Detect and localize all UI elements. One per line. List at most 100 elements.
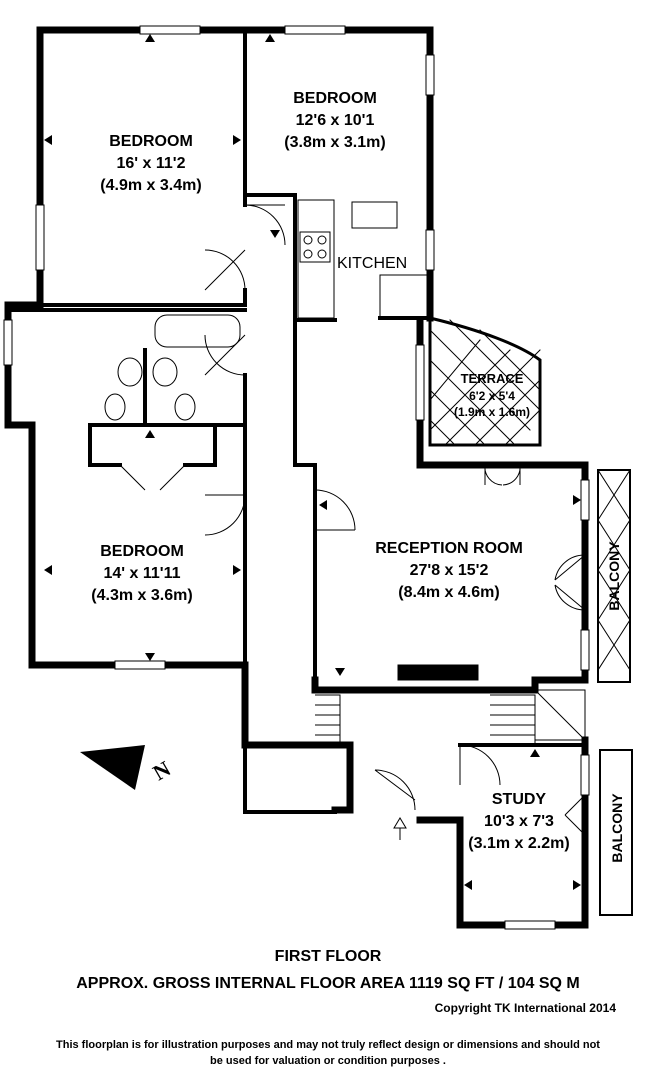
study-name: STUDY (492, 791, 547, 808)
bedroom1-metric: (4.9m x 3.4m) (100, 177, 201, 194)
outer-wall-reception-east (531, 461, 589, 694)
door-study (459, 744, 501, 786)
floor-title: FIRST FLOOR (274, 948, 382, 965)
arrow (573, 495, 581, 505)
room-labels: BEDROOM 16' x 11'2 (4.9m x 3.4m) BEDROOM… (91, 90, 625, 863)
bedroom2-imperial: 12'6 x 10'1 (296, 112, 375, 129)
window-study-south (504, 920, 556, 930)
terrace-metric: (1.9m x 1.6m) (454, 405, 530, 419)
arrow (145, 34, 155, 42)
bedroom3-name: BEDROOM (100, 543, 184, 560)
arrow (270, 230, 280, 238)
hob-ring (317, 249, 327, 259)
toilet-right (174, 393, 196, 421)
hob-ring (303, 249, 313, 259)
stairs-right (490, 694, 536, 745)
windows (3, 25, 590, 930)
dimension-arrows (44, 34, 581, 890)
wall-wardrobe (88, 423, 217, 467)
balcony-study-outline (599, 749, 633, 916)
kitchen-hob (299, 231, 331, 263)
bedroom1-imperial: 16' x 11'2 (116, 155, 185, 172)
disclaimer-line-1: This floorplan is for illustration purpo… (56, 1039, 600, 1051)
kitchen-fridge (379, 274, 429, 319)
bedroom2-name: BEDROOM (293, 90, 377, 107)
walls (4, 26, 633, 929)
entry-arrow (393, 817, 407, 840)
disclaimer-line-2: be used for valuation or condition purpo… (210, 1055, 446, 1067)
hob-ring (317, 235, 327, 245)
reception-fireplace (397, 664, 479, 681)
balcony-east-name: BALCONY (606, 541, 622, 611)
arrow (233, 135, 241, 145)
basin-left (117, 357, 143, 387)
arrow (464, 880, 472, 890)
window-bedroom1-top (139, 25, 201, 35)
outer-wall-west (4, 301, 249, 749)
stairs-left (315, 694, 341, 745)
door-wardrobe (119, 464, 186, 491)
door-terrace (484, 464, 521, 486)
window-bedroom2-top (284, 25, 346, 35)
arrow (233, 565, 241, 575)
arrow (44, 135, 52, 145)
compass-label: N (149, 756, 175, 786)
study-metric: (3.1m x 2.2m) (468, 835, 569, 852)
window-bath-west (3, 319, 13, 366)
terrace-imperial: 6'2 x 5'4 (469, 389, 515, 403)
kitchen-sink (351, 201, 398, 229)
kitchen-counter-left (297, 199, 335, 319)
outer-wall-south-mid (311, 676, 539, 694)
bedroom3-imperial: 14' x 11'11 (103, 565, 180, 582)
door-study-balcony (564, 794, 586, 836)
window-bedroom3-south (114, 660, 166, 670)
window-kitchen-east (425, 229, 435, 271)
balcony-study-name: BALCONY (609, 793, 625, 863)
disclaimer: This floorplan is for illustration purpo… (28, 1037, 628, 1069)
wall-bath-divider (88, 348, 247, 427)
compass-arrow-icon (80, 745, 145, 790)
terrace-outline (428, 316, 542, 447)
window-bedroom1-west (35, 204, 45, 271)
arrow (265, 34, 275, 42)
arrow (573, 880, 581, 890)
hob-ring (303, 235, 313, 245)
toilet-left (104, 393, 126, 421)
door-bedroom3 (204, 494, 246, 536)
compass: N (80, 745, 175, 790)
balcony-east-outline (597, 469, 631, 683)
stairs-landing (534, 689, 586, 741)
arrow (319, 500, 327, 510)
door-balcony-east (554, 554, 586, 611)
door-bedroom1 (244, 204, 286, 246)
bathtub (154, 314, 241, 348)
kitchen-name: KITCHEN (337, 255, 407, 272)
window-bedroom2-east (425, 54, 435, 96)
reception-imperial: 27'8 x 15'2 (410, 562, 489, 579)
outer-wall-study-east (416, 736, 589, 929)
reception-name: RECEPTION ROOM (375, 540, 523, 557)
arrow (44, 565, 52, 575)
window-study-east (580, 754, 590, 796)
floor-area: APPROX. GROSS INTERNAL FLOOR AREA 1119 S… (76, 975, 580, 992)
door-entry (374, 769, 416, 811)
reception-metric: (8.4m x 4.6m) (398, 584, 499, 601)
door-reception (314, 489, 356, 531)
fixtures (104, 199, 586, 840)
doors (119, 204, 586, 836)
arrow (530, 749, 540, 757)
arrow (145, 430, 155, 438)
outer-wall-north-west (4, 26, 44, 314)
wall-bedroom1-south (38, 288, 247, 307)
terrace-hatch (429, 319, 541, 446)
copyright: Copyright TK International 2014 (434, 1001, 616, 1015)
outer-wall-entry (241, 741, 354, 814)
wall-corridor-east-top (243, 193, 317, 692)
study-imperial: 10'3 x 7'3 (484, 813, 554, 830)
wall-stair-box (243, 743, 337, 814)
floor-plan: N BEDROOM 16' x 11'2 (4.9m x 3.4m) BEDRO… (3, 25, 633, 930)
window-terrace-west (415, 344, 425, 421)
window-reception-east-bottom (580, 629, 590, 671)
bedroom1-name: BEDROOM (109, 133, 193, 150)
bedroom3-metric: (4.3m x 3.6m) (91, 587, 192, 604)
